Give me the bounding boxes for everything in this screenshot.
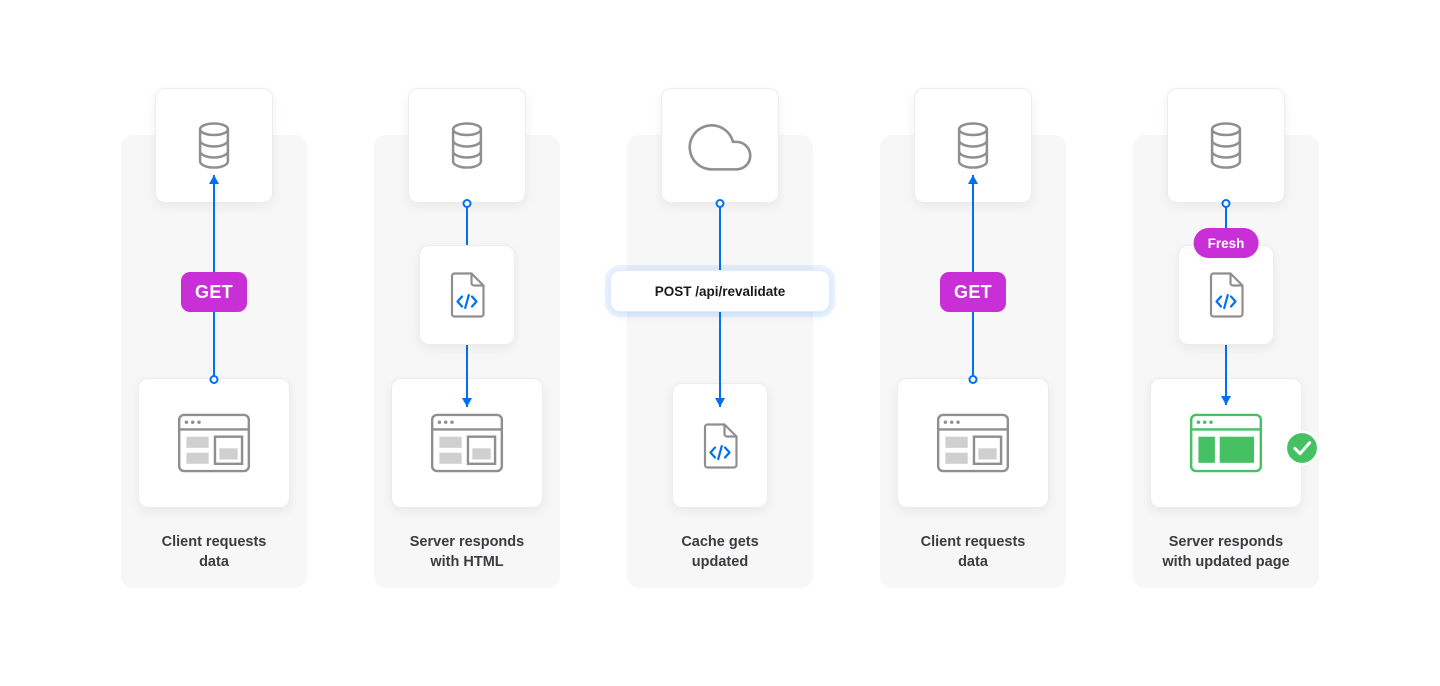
database-card	[1167, 88, 1285, 203]
html-file-card	[419, 245, 515, 345]
success-check-icon	[1284, 430, 1320, 466]
browser-icon	[177, 413, 251, 473]
step-caption: Client requests data	[920, 534, 1026, 570]
step-caption: Cache gets updated	[681, 534, 759, 570]
database-icon	[191, 120, 237, 172]
cached-file-card	[672, 383, 768, 508]
database-icon	[1203, 120, 1249, 172]
revalidate-request-label: POST /api/revalidate	[610, 270, 830, 312]
cloud-card	[661, 88, 779, 203]
browser-icon	[430, 413, 504, 473]
step-caption: Client requests data	[161, 534, 267, 570]
step-caption: Server responds with HTML	[409, 534, 525, 570]
step-server-responds-html: Server responds with HTML	[374, 88, 560, 588]
arrowhead-down-icon	[1221, 396, 1231, 405]
code-file-icon	[447, 271, 487, 319]
arrowhead-down-icon	[462, 398, 472, 407]
step-client-requests-data-1: GET Client requests data	[121, 88, 307, 588]
browser-card	[897, 378, 1049, 508]
browser-card	[138, 378, 290, 508]
connector-dot-icon	[462, 199, 472, 208]
step-caption: Server responds with updated page	[1162, 534, 1290, 570]
connector-dot-icon	[1221, 199, 1231, 208]
fresh-page-card	[1178, 245, 1274, 345]
database-icon	[950, 120, 996, 172]
fresh-badge: Fresh	[1193, 228, 1259, 258]
arrowhead-down-icon	[715, 398, 725, 407]
arrowhead-up-icon	[968, 175, 978, 184]
browser-success-icon	[1189, 413, 1263, 473]
step-client-requests-data-2: GET Client requests data	[880, 88, 1066, 588]
database-card	[408, 88, 526, 203]
step-cache-updated: POST /api/revalidate Cache gets updated	[610, 88, 830, 588]
browser-icon	[936, 413, 1010, 473]
get-badge: GET	[940, 272, 1006, 312]
connector-dot-icon	[715, 199, 725, 208]
get-badge: GET	[181, 272, 247, 312]
cloud-icon	[687, 121, 753, 171]
database-icon	[444, 120, 490, 172]
code-file-icon	[1206, 271, 1246, 319]
arrowhead-up-icon	[209, 175, 219, 184]
code-file-icon	[700, 422, 740, 470]
isr-flow-diagram: GET Client requests data Server responds…	[121, 88, 1440, 588]
step-server-responds-updated: Fresh Server responds with updated page	[1133, 88, 1319, 588]
connector-dot-icon	[209, 375, 219, 384]
connector-dot-icon	[968, 375, 978, 384]
